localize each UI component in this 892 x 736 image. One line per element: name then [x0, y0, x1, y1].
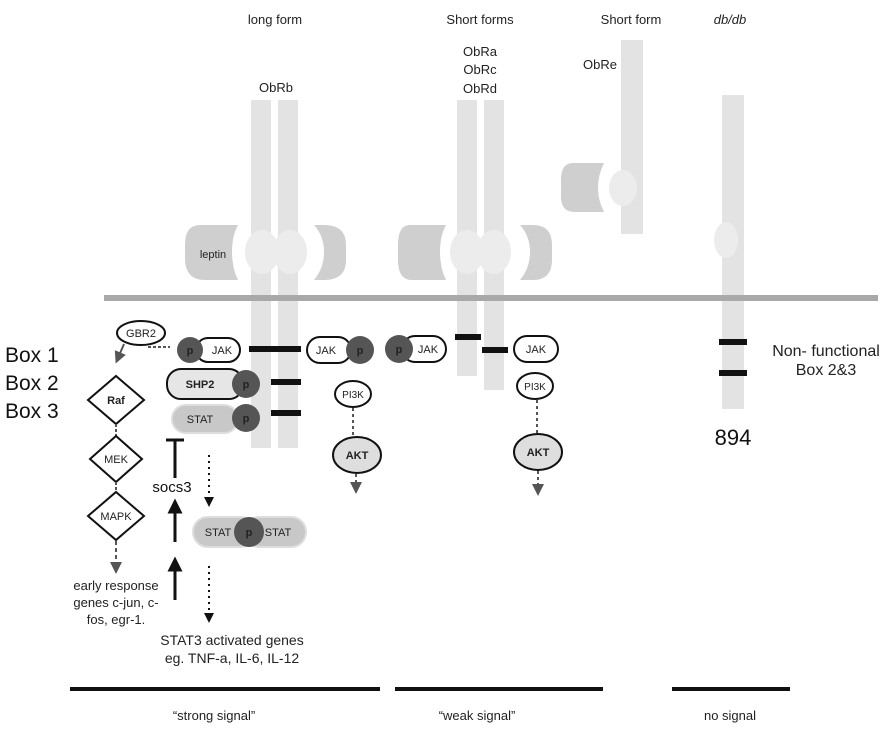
label-weak-signal: “weak signal”	[439, 708, 516, 723]
akt-short	[513, 433, 563, 471]
phospho-jak-short	[385, 335, 413, 363]
label-obrd: ObRd	[463, 81, 497, 96]
header-long-form: long form	[248, 12, 302, 27]
label-obre: ObRe	[583, 57, 617, 72]
label-p-shp2: p	[243, 379, 250, 391]
box1-marker-short-left	[455, 334, 481, 340]
label-shp2: SHP2	[186, 379, 215, 391]
obrb-chain-right	[278, 100, 298, 448]
box1-marker-obrb	[249, 346, 301, 352]
label-p-stat-docked: p	[243, 413, 250, 425]
label-jak-short-right: JAK	[526, 344, 547, 356]
label-socs3: socs3	[152, 479, 191, 496]
header-dbdb: db/db	[714, 12, 747, 27]
leptin-ligand-right	[314, 225, 346, 280]
leptin-ligand-short-left	[398, 225, 446, 280]
label-strong-signal: “strong signal”	[173, 708, 255, 723]
gbr2-node	[116, 320, 166, 346]
label-akt-obrb: AKT	[346, 450, 369, 462]
mapk-node	[86, 490, 146, 542]
label-p-jak-right: p	[357, 345, 364, 357]
header-short-form: Short form	[601, 12, 662, 27]
label-raf: Raf	[107, 395, 125, 407]
label-obrc: ObRc	[463, 62, 497, 77]
receptor-obrb	[251, 100, 298, 448]
label-stat-docked: STAT	[187, 414, 214, 426]
label-p-stat-dimer: p	[246, 527, 253, 539]
early-response-line1: early response	[73, 578, 158, 593]
label-leptin: leptin	[200, 249, 226, 261]
phospho-stat-docked	[232, 404, 260, 432]
stat3-genes-line2: eg. TNF-a, IL-6, IL-12	[165, 650, 300, 666]
label-no-signal: no signal	[704, 708, 756, 723]
stat3-genes-line1: STAT3 activated genes	[160, 632, 303, 648]
phospho-jak-left	[177, 337, 203, 363]
box3-marker-obrb	[271, 410, 301, 416]
early-response-line2: genes c-jun, c-	[73, 595, 158, 610]
box1-marker-dbdb	[719, 339, 747, 345]
pi3k-short	[516, 372, 554, 400]
label-box2: Box 2	[5, 372, 59, 395]
label-box3: Box 3	[5, 400, 59, 423]
no-signal-bar	[672, 687, 790, 691]
binding-domain-obre	[609, 170, 637, 206]
label-stat-dimer-right: STAT	[265, 527, 292, 539]
box2-marker-dbdb	[719, 370, 747, 376]
early-response-line3: fos, egr-1.	[87, 612, 146, 627]
leptin-ligand-obre	[561, 163, 604, 212]
label-jak-short-left: JAK	[418, 344, 439, 356]
obrb-chain-left	[251, 100, 271, 448]
strong-signal-bar	[70, 687, 380, 691]
binding-domain-short-left	[450, 230, 484, 274]
akt-obrb	[332, 436, 382, 474]
label-stat-dimer-left: STAT	[205, 527, 232, 539]
cell-membrane	[104, 295, 878, 301]
label-box1: Box 1	[5, 344, 59, 367]
nonfunctional-line2: Box 2&3	[796, 362, 857, 379]
label-obrb: ObRb	[259, 80, 293, 95]
leptin-ligand-short-right	[520, 225, 552, 280]
weak-signal-bar	[395, 687, 603, 691]
binding-domain-left	[245, 230, 279, 274]
binding-domain-short-right	[477, 230, 511, 274]
pi3k-obrb	[334, 380, 372, 408]
arrow-gbr2-raf	[114, 343, 126, 364]
binding-domain-dbdb	[714, 222, 738, 258]
label-pi3k-short: PI3K	[524, 382, 546, 393]
phospho-shp2	[232, 370, 260, 398]
label-p-jak-short: p	[396, 344, 403, 356]
label-jak-left: JAK	[212, 345, 233, 357]
phospho-jak-right	[346, 336, 374, 364]
label-mapk: MAPK	[100, 511, 132, 523]
box2-marker-obrb	[271, 379, 301, 385]
label-akt-short: AKT	[527, 447, 550, 459]
label-obra: ObRa	[463, 44, 498, 59]
header-short-forms: Short forms	[446, 12, 514, 27]
label-gbr2: GBR2	[126, 328, 156, 340]
box1-marker-short-right	[482, 347, 508, 353]
leptin-ligand-left	[185, 225, 238, 280]
jak-short-right	[513, 335, 559, 363]
nonfunctional-line1: Non- functional	[772, 343, 880, 360]
label-jak-right: JAK	[316, 345, 337, 357]
binding-domain-right	[273, 230, 307, 274]
label-pi3k-obrb: PI3K	[342, 390, 364, 401]
phospho-stat-dimer	[234, 517, 264, 547]
label-894: 894	[715, 425, 752, 450]
label-mek: MEK	[104, 454, 129, 466]
label-p-jak-left: p	[187, 345, 194, 357]
